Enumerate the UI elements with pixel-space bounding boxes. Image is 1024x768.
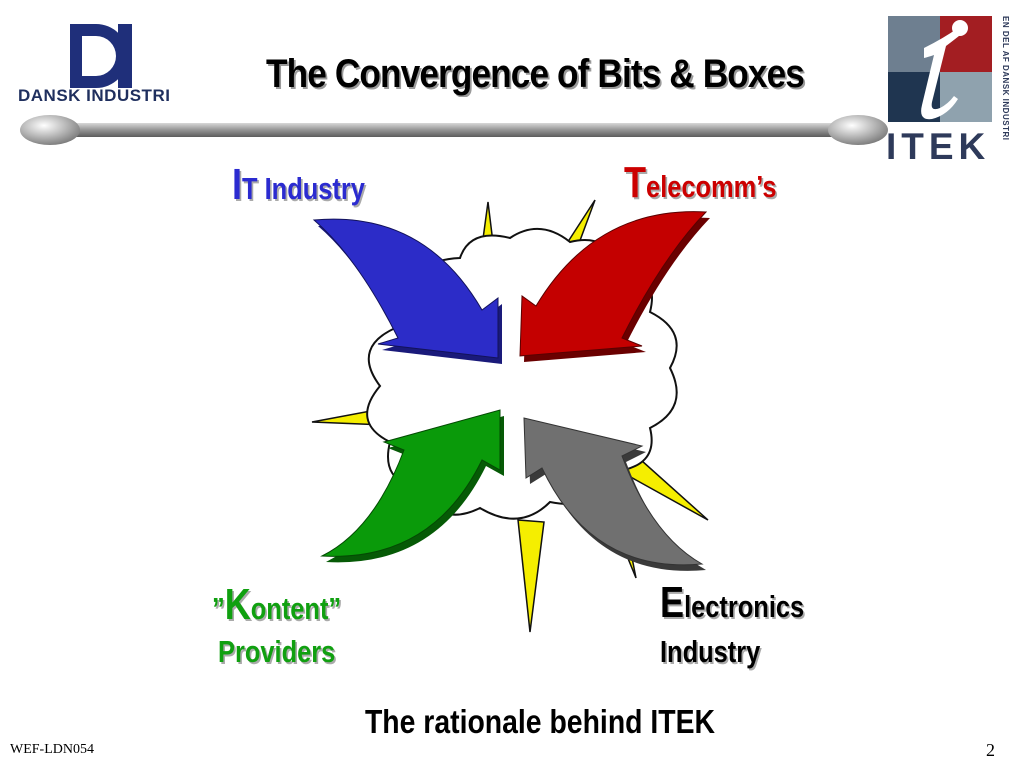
kontent-initial: K [224,580,251,629]
kontent-rest: ontent” [250,591,342,626]
footer-code: WEF-LDN054 [10,742,94,757]
telecomms-label: Telecomm’s [624,158,777,208]
it-industry-arrow [312,218,502,364]
rationale-subtitle: The rationale behind ITEK [364,703,716,740]
itek-side-text: EN DEL AF DANSK INDUSTRI [1001,16,1010,141]
kontent-open-quote: ” [212,591,225,626]
page-number: 2 [986,740,995,760]
electronics-arrow [523,417,706,571]
electronics-initial: E [660,578,685,627]
kontent-arrow [320,409,504,563]
kontent-label: ”Kontent” [212,580,341,630]
kontent-providers-label: Providers [218,634,336,669]
electronics-rest: lectronics [684,589,805,624]
electronics-label: Electronics [660,578,804,628]
it-industry-initial: I [232,160,243,209]
dansk-industri-logo: DI [14,18,194,113]
itek-logo [884,14,996,164]
di-mark-icon: DI [70,24,132,88]
page-title: The Convergence of Bits & Boxes [265,52,805,96]
telecomms-rest: elecomm’s [646,169,777,204]
it-industry-rest: T Industry [242,171,365,206]
convergence-diagram [300,190,720,640]
electronics-industry-label: Industry [660,634,761,669]
title-underline-bar [20,114,888,146]
dansk-industri-wordmark: DANSK INDUSTRI [18,86,171,105]
telecomms-initial: T [624,158,647,207]
itek-wordmark: ITEK [886,126,991,167]
it-industry-label: IT Industry [232,160,365,210]
telecomms-arrow [519,211,710,362]
